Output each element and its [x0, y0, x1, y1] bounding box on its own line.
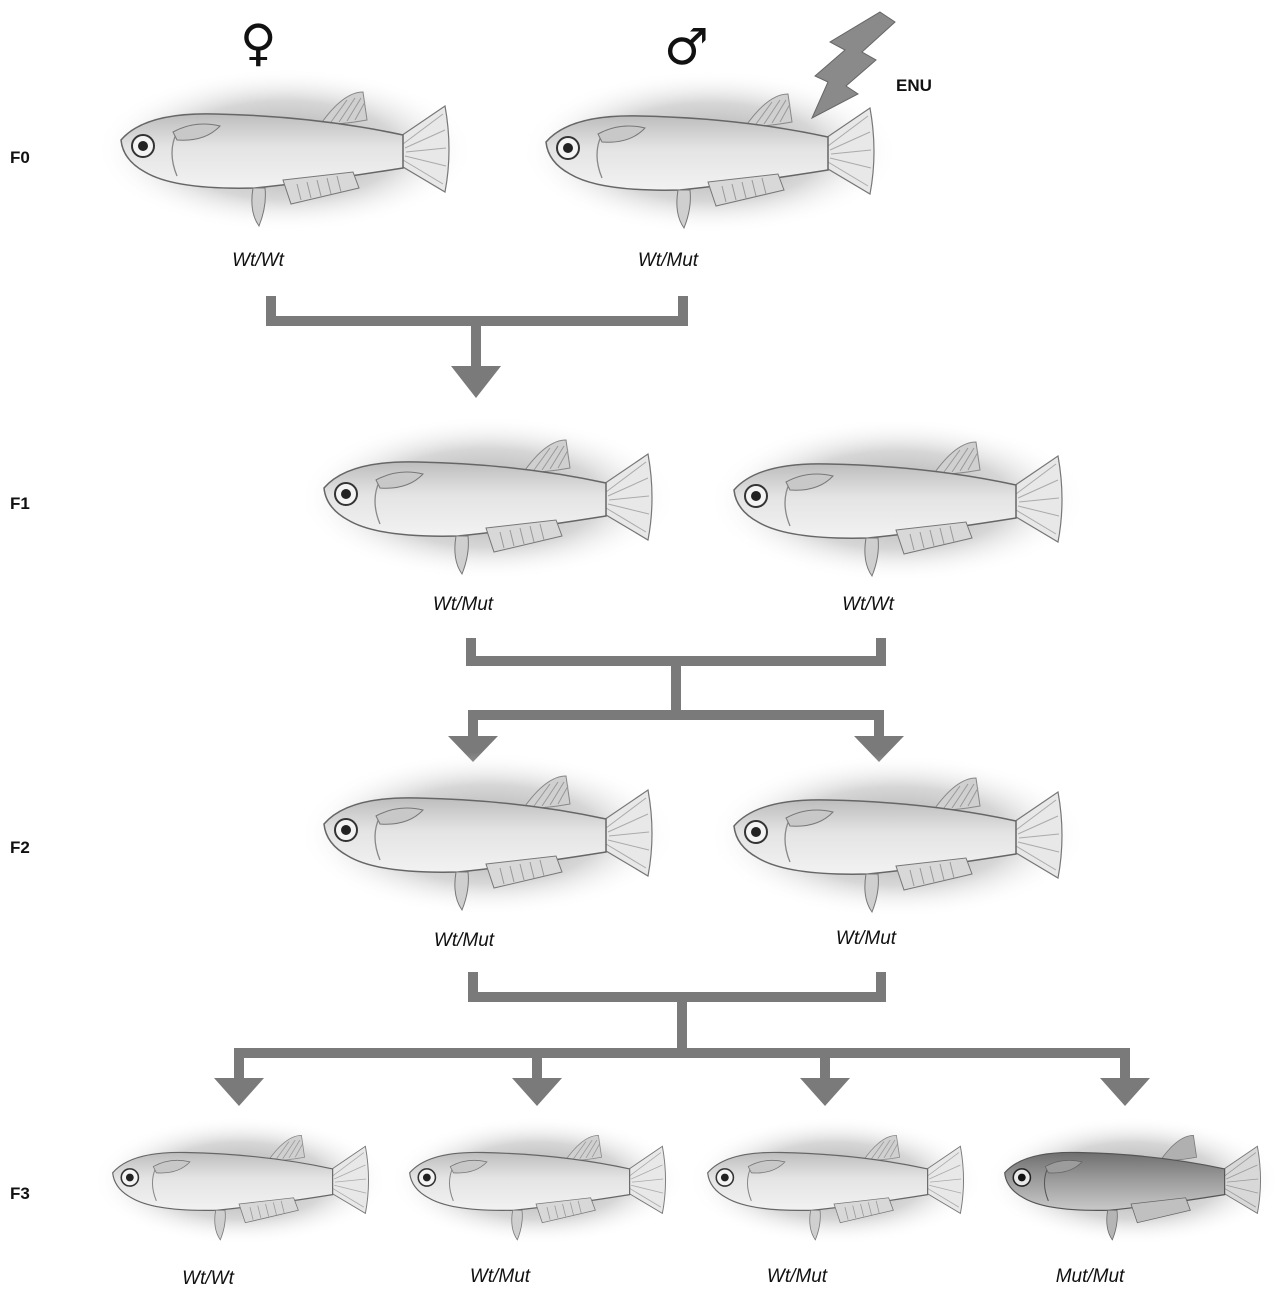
connector-f0-f1 — [266, 296, 688, 398]
female-symbol: ♀ — [240, 18, 277, 68]
genotype-f3-1: Wt/Wt — [182, 1268, 234, 1290]
f1-fish-left — [298, 416, 678, 580]
f3-fish-2 — [389, 1117, 685, 1245]
f2-fish-left — [298, 752, 678, 916]
genotype-f2-right: Wt/Mut — [836, 928, 896, 950]
genotype-f3-4: Mut/Mut — [1056, 1266, 1125, 1288]
enu-label: ENU — [896, 76, 932, 96]
generation-label-f3: F3 — [10, 1184, 30, 1204]
genotype-f0-female: Wt/Wt — [232, 250, 284, 272]
generation-label-f0: F0 — [10, 148, 30, 168]
genotype-f1-right: Wt/Wt — [842, 594, 894, 616]
f0-female-fish — [95, 68, 475, 232]
connector-f2-f3 — [214, 972, 1150, 1106]
generation-label-f1: F1 — [10, 494, 30, 514]
f2-fish-right — [708, 754, 1088, 918]
male-symbol: ♂ — [664, 22, 709, 72]
genotype-f3-2: Wt/Mut — [470, 1266, 530, 1288]
genotype-f2-left: Wt/Mut — [434, 930, 494, 952]
f1-fish-right — [708, 418, 1088, 582]
genotype-f1-left: Wt/Mut — [433, 594, 493, 616]
f3-fish-3 — [687, 1117, 983, 1245]
genotype-f3-3: Wt/Mut — [767, 1266, 827, 1288]
generation-label-f2: F2 — [10, 838, 30, 858]
f3-fish-4-mutant — [984, 1117, 1280, 1245]
f3-fish-1 — [92, 1117, 388, 1245]
connector-f1-f2 — [448, 638, 904, 762]
genotype-f0-male: Wt/Mut — [638, 250, 698, 272]
